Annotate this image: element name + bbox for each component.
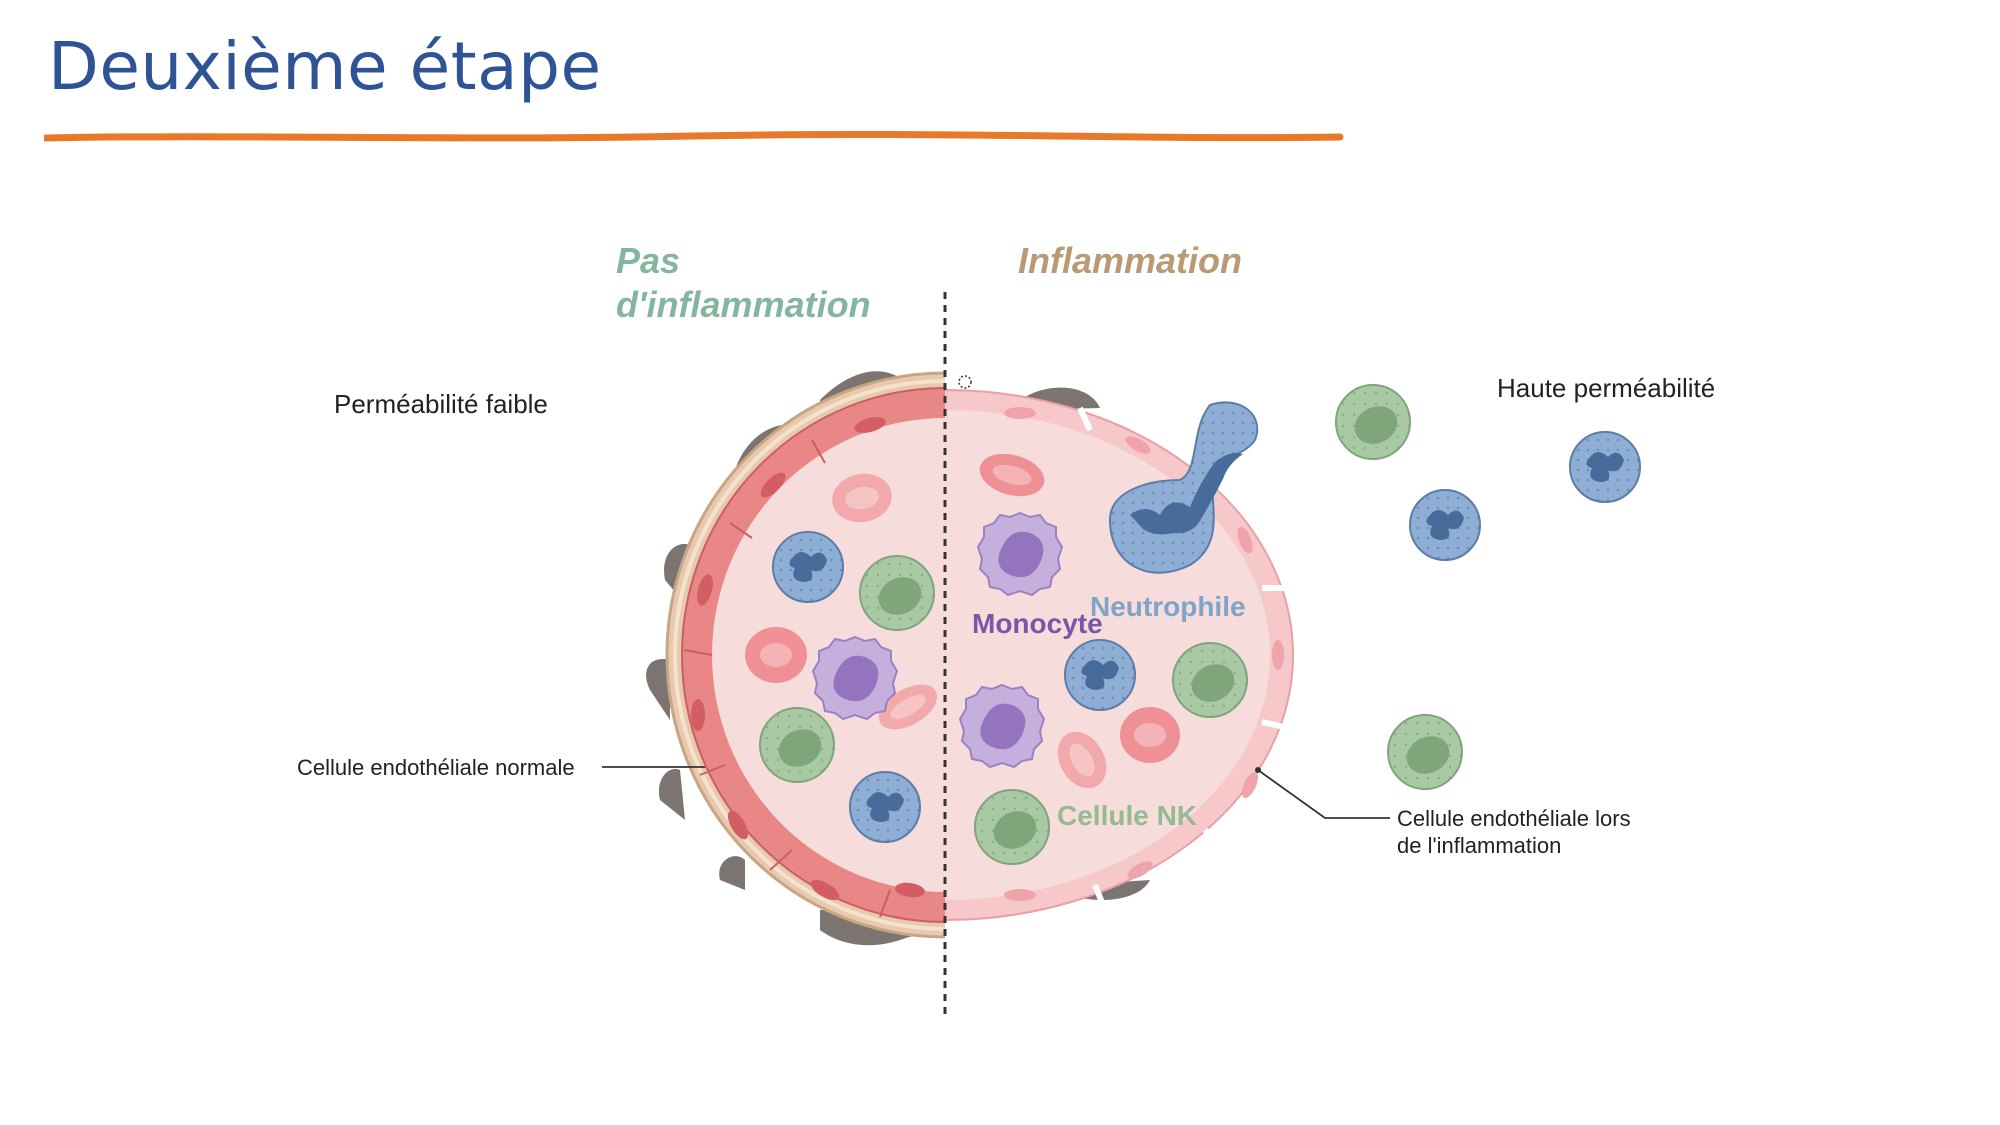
heading-inflammation: Inflammation [1018, 240, 1242, 281]
label-neutrophile: Neutrophile [1090, 591, 1246, 622]
title-underline [44, 130, 1344, 142]
slide-title: Deuxième étape [48, 28, 602, 105]
label-normal-endothelial-cell: Cellule endothéliale normale [297, 755, 575, 780]
heading-no-inflammation-line2: d'inflammation [616, 284, 871, 325]
label-nk-cell: Cellule NK [1057, 800, 1197, 831]
monocytes [811, 511, 1064, 769]
label-monocyte: Monocyte [972, 608, 1103, 639]
transmigrating-neutrophil [1108, 401, 1259, 574]
nk-cells [759, 384, 1463, 865]
leader-inflamed-cell [1257, 769, 1390, 819]
label-inflamed-endothelial-cell-line2: de l'inflammation [1397, 833, 1561, 858]
red-blood-cells [745, 453, 1180, 789]
neutrophils [772, 401, 1641, 843]
heading-no-inflammation-line1: Pas [616, 240, 680, 281]
label-high-permeability: Haute perméabilité [1497, 373, 1715, 403]
label-inflamed-endothelial-cell-line1: Cellule endothéliale lors [1397, 806, 1631, 831]
label-low-permeability: Perméabilité faible [334, 389, 548, 419]
